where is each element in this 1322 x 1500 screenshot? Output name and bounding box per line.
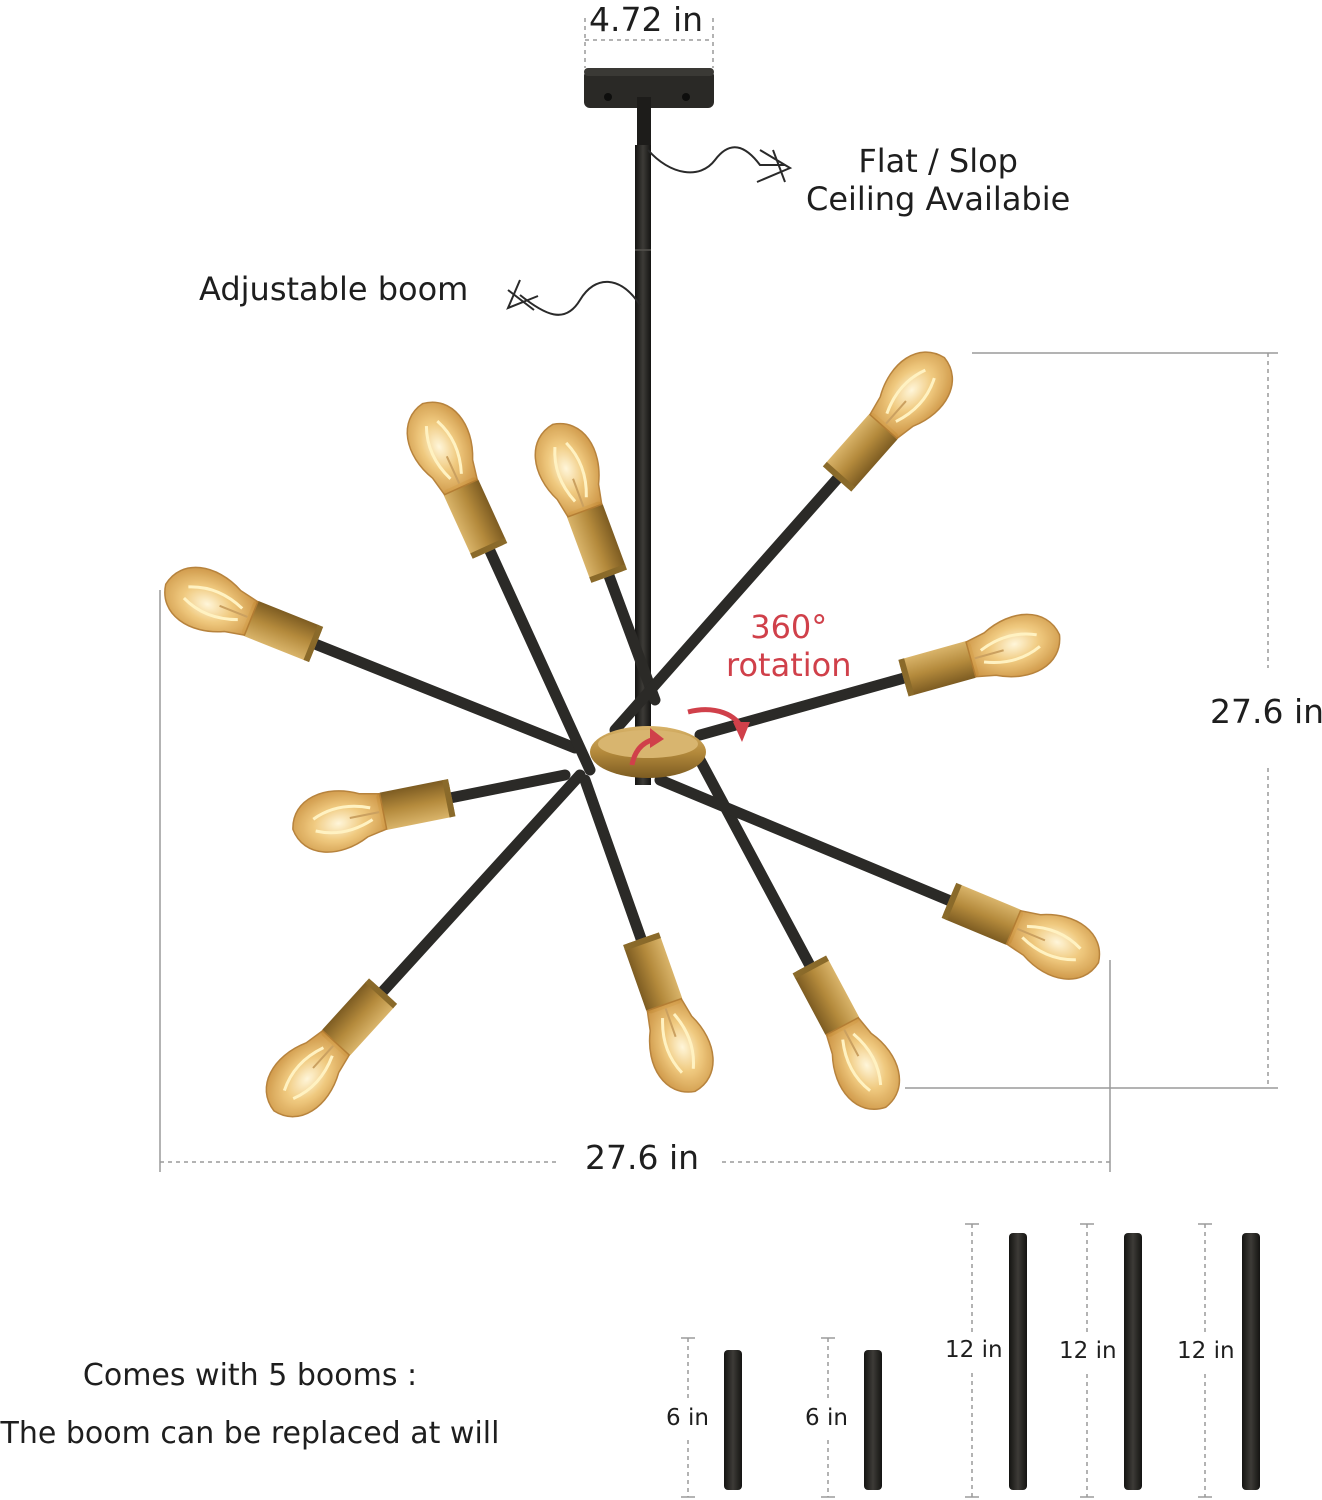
edison-bulb: [825, 1016, 901, 1110]
rotation-line1: 360°: [750, 608, 828, 646]
boom-dimension-line: [1198, 1223, 1212, 1498]
width-label: 27.6 in: [585, 1138, 700, 1177]
bulb-socket: [792, 955, 901, 1110]
edison-bulb: [265, 1029, 351, 1118]
center-hub: [590, 726, 706, 778]
ceiling-callout: Flat / Slop Ceiling Availabie: [806, 142, 1070, 218]
boom-length-label: 12 in: [1177, 1338, 1235, 1364]
arm: [406, 401, 596, 776]
bulb-socket: [292, 779, 456, 853]
width-dimension: [159, 590, 1111, 1172]
arm: [654, 774, 1101, 980]
arm: [265, 769, 586, 1118]
bulb-socket: [164, 566, 324, 663]
ceiling-callout-line2: Ceiling Availabie: [806, 180, 1071, 218]
boom-length-label: 6 in: [666, 1405, 709, 1431]
arm: [164, 566, 581, 754]
boom-length-label: 12 in: [945, 1337, 1003, 1363]
boom-callout: Adjustable boom: [199, 270, 469, 308]
height-dimension: [905, 352, 1278, 1089]
edison-bulb: [868, 351, 954, 440]
boom-rod: [724, 1350, 742, 1490]
arm: [292, 769, 571, 853]
boom-dimension-line: [1080, 1223, 1094, 1498]
bulb-socket: [941, 882, 1101, 980]
bulb-socket: [406, 401, 508, 559]
rotation-arrow-icon: [629, 707, 750, 766]
edison-bulb: [406, 401, 479, 496]
edison-bulb: [292, 790, 388, 853]
edison-bulb: [965, 613, 1061, 678]
booms-note-line2: The boom can be replaced at will: [0, 1416, 500, 1451]
bulb-socket: [898, 613, 1061, 697]
rotation-label: 360° rotation: [726, 608, 851, 684]
edison-bulb: [534, 422, 603, 518]
boom-dimension-line: [681, 1337, 695, 1498]
bulb-socket: [623, 932, 714, 1093]
boom-length-label: 6 in: [805, 1405, 848, 1431]
arm: [694, 754, 901, 1110]
boom-length-label: 12 in: [1059, 1338, 1117, 1364]
edison-bulb: [1005, 909, 1101, 980]
arm: [579, 774, 714, 1093]
edison-bulb: [164, 566, 259, 637]
canopy-width-label: 4.72 in: [589, 0, 704, 39]
boom-dimension-line: [965, 1223, 979, 1498]
booms-note: Comes with 5 booms : The boom can be rep…: [0, 1347, 500, 1463]
ceiling-callout-line1: Flat / Slop: [858, 142, 1018, 180]
arm: [609, 351, 954, 736]
bulb-socket: [822, 351, 954, 492]
replacement-booms: [681, 1223, 1260, 1498]
boom-rod: [864, 1350, 882, 1490]
edison-bulb: [646, 997, 714, 1093]
booms-note-line1: Comes with 5 booms :: [82, 1358, 418, 1393]
boom-rod: [1009, 1233, 1027, 1490]
boom-dimension-line: [821, 1337, 835, 1498]
rotation-line2: rotation: [726, 646, 852, 684]
ceiling-callout-arrow: [647, 146, 793, 183]
bulb-socket: [265, 978, 398, 1118]
arm: [534, 422, 661, 706]
canopy-dimension: [584, 18, 714, 68]
boom-callout-arrow: [506, 279, 641, 316]
chandelier-arms: [164, 351, 1101, 1118]
boom-rod: [1124, 1233, 1142, 1490]
bulb-socket: [534, 422, 627, 583]
ceiling-canopy: [584, 68, 714, 108]
height-label: 27.6 in: [1210, 692, 1322, 731]
boom-rod: [1242, 1233, 1260, 1490]
